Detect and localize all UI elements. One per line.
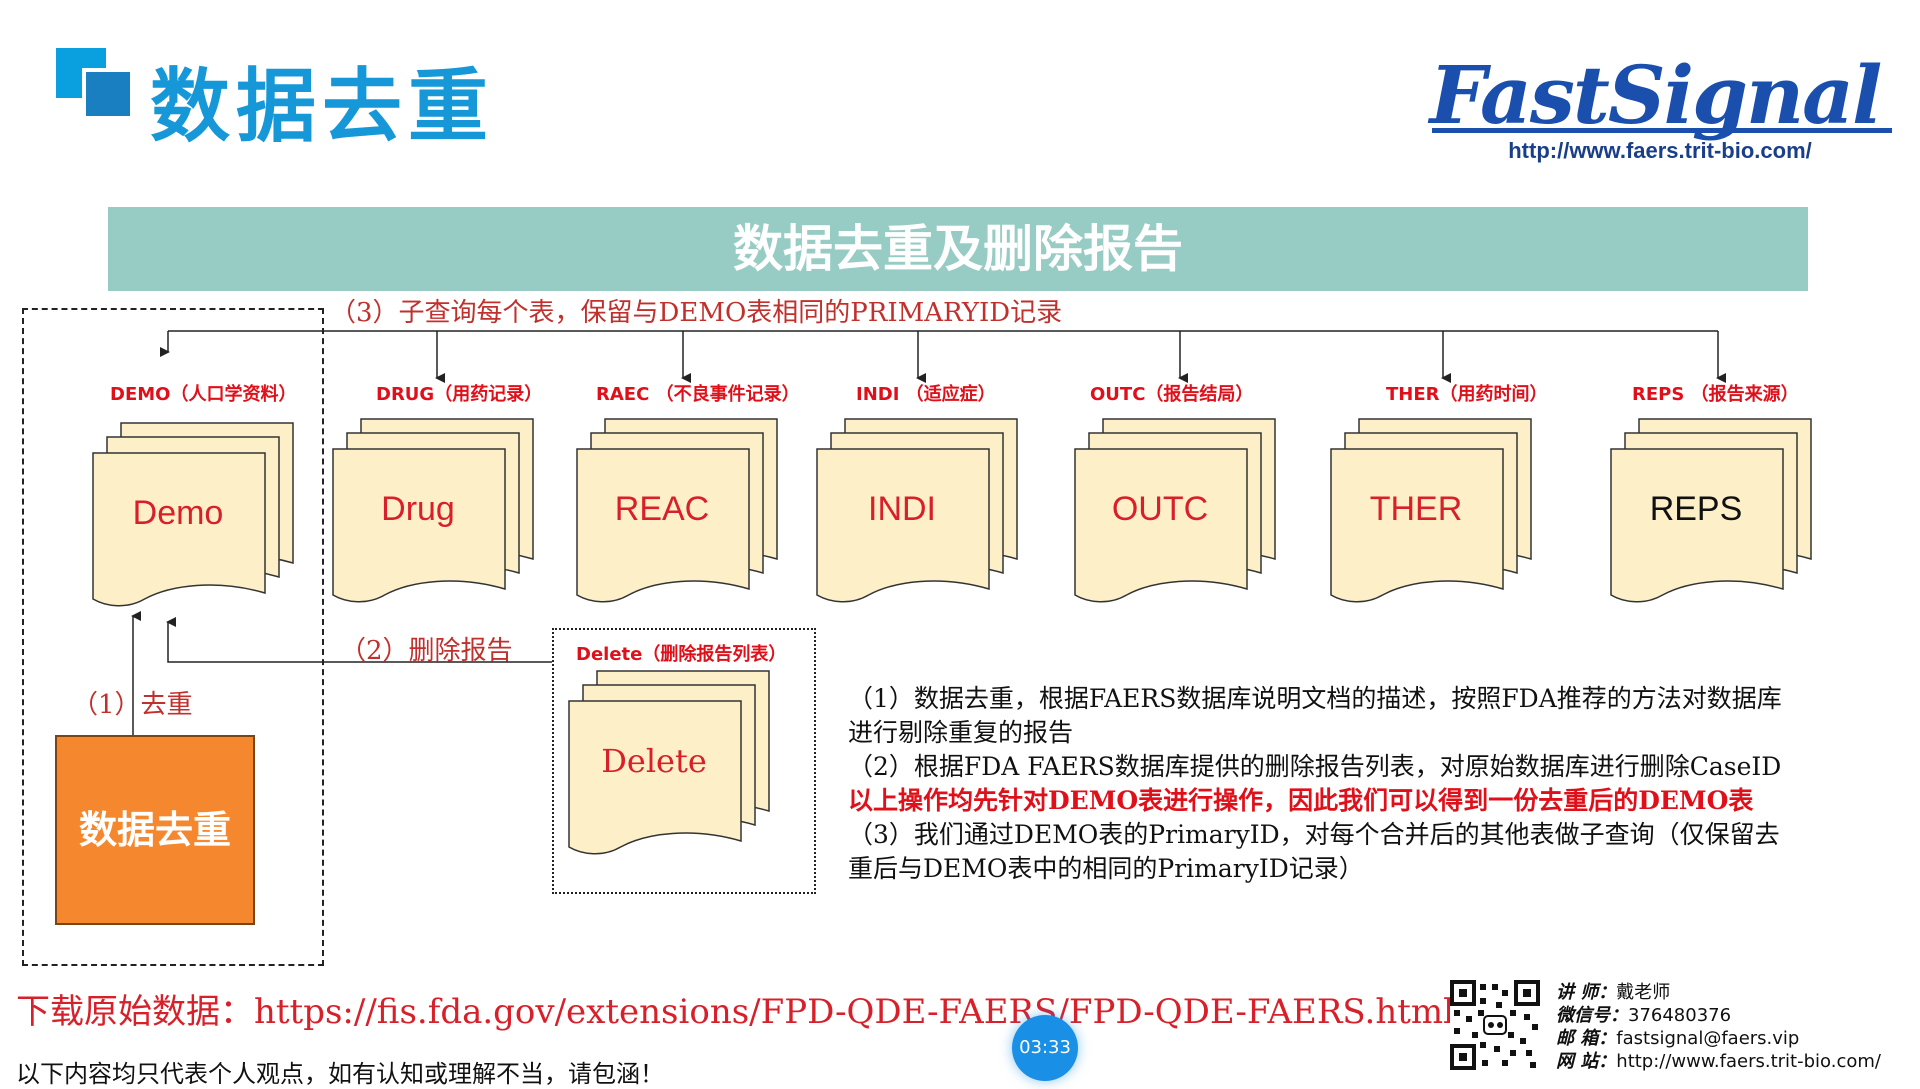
section-banner: 数据去重及删除报告 <box>108 207 1808 291</box>
contact-lecturer: 讲 师：戴老师 <box>1556 982 1671 1003</box>
desc-line-5: （3）我们通过DEMO表的PrimaryID，对每个合并后的其他表做子查询（仅保… <box>848 820 1780 849</box>
desc-line-4: 以上操作均先针对DEMO表进行操作，因此我们可以得到一份去重后的DEMO表 <box>848 786 1754 815</box>
logo-square-dark <box>82 68 130 116</box>
table-label-ther: THER（用药时间） <box>1386 384 1548 405</box>
table-label-reac: RAEC （不良事件记录） <box>596 384 800 405</box>
doc-stack-indi: INDI <box>816 418 1021 613</box>
desc-line-6: 重后与DEMO表中的相同的PrimaryID记录） <box>848 854 1364 883</box>
video-timer[interactable]: 03:33 <box>1012 1015 1078 1081</box>
desc-line-2: 进行剔除重复的报告 <box>848 718 1074 747</box>
contact-wechat: 微信号：376480376 <box>1556 1005 1732 1026</box>
doc-stack-demo: Demo <box>92 422 297 617</box>
doc-stack-delete: Delete <box>568 670 773 865</box>
contact-website[interactable]: 网 站：http://www.faers.trit-bio.com/ <box>1556 1051 1881 1072</box>
document-sheet-2 <box>816 448 990 603</box>
doc-label-reac: REAC <box>614 490 710 528</box>
document-sheet-2 <box>1074 448 1248 603</box>
doc-label-reps: REPS <box>1649 490 1743 528</box>
brand-url[interactable]: http://www.faers.trit-bio.com/ <box>1508 138 1812 163</box>
delete-dashed-group <box>552 628 816 894</box>
doc-label-indi: INDI <box>868 490 936 528</box>
table-label-demo: DEMO（人口学资料） <box>110 384 297 405</box>
desc-line-3: （2）根据FDA FAERS数据库提供的删除报告列表，对原始数据库进行删除Cas… <box>848 752 1782 781</box>
doc-label-demo: Demo <box>132 494 224 532</box>
brand-underline <box>1432 128 1892 133</box>
disclaimer: 以下内容均只代表个人观点，如有认知或理解不当，请包涵！ <box>16 1060 664 1088</box>
doc-stack-ther: THER <box>1330 418 1535 613</box>
brand-logo: FastSignal <box>1429 48 1883 142</box>
download-link[interactable]: 下载原始数据：https://fis.fda.gov/extensions/FP… <box>16 992 1454 1032</box>
document-sheet-2 <box>1330 448 1504 603</box>
doc-label-delete: Delete <box>601 742 707 780</box>
qr-code-icon <box>1450 980 1540 1070</box>
doc-stack-reps: REPS <box>1610 418 1815 613</box>
doc-label-outc: OUTC <box>1111 490 1209 528</box>
doc-label-drug: Drug <box>381 490 455 528</box>
arrow-delete-to-demo <box>166 617 552 663</box>
step3-caption: （3）子查询每个表，保留与DEMO表相同的PRIMARYID记录 <box>330 298 1063 328</box>
contact-email[interactable]: 邮 箱：fastsignal@faers.vip <box>1556 1028 1800 1049</box>
document-sheet-2 <box>92 452 266 607</box>
document-sheet-2 <box>568 700 742 855</box>
doc-stack-reac: REAC <box>576 418 781 613</box>
table-label-outc: OUTC（报告结局） <box>1090 384 1254 405</box>
doc-label-ther: THER <box>1369 490 1463 528</box>
doc-stack-outc: OUTC <box>1074 418 1279 613</box>
table-label-indi: INDI （适应症） <box>856 384 996 405</box>
table-label-drug: DRUG（用药记录） <box>376 384 543 405</box>
table-label-delete: Delete（删除报告列表） <box>576 644 787 665</box>
document-sheet-2 <box>332 448 506 603</box>
table-label-reps: REPS （报告来源） <box>1632 384 1799 405</box>
document-sheet-2 <box>576 448 750 603</box>
desc-line-1: （1）数据去重，根据FAERS数据库说明文档的描述，按照FDA推荐的方法对数据库 <box>848 684 1782 713</box>
step2-caption: （2）删除报告 <box>340 636 513 666</box>
document-sheet-2 <box>1610 448 1784 603</box>
dedup-dashed-group <box>22 308 324 966</box>
step1-caption: （1）去重 <box>72 690 193 720</box>
dedup-box: 数据去重 <box>55 735 255 925</box>
doc-stack-drug: Drug <box>332 418 537 613</box>
page-title: 数据去重 <box>150 59 494 153</box>
